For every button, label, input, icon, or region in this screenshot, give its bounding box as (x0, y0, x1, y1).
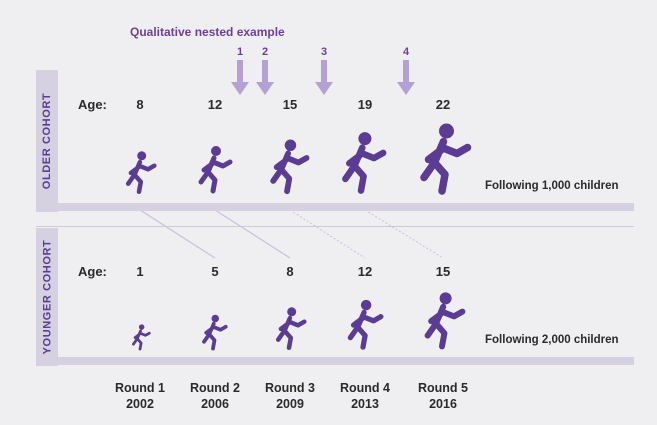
round-year: 2002 (126, 397, 154, 411)
down-arrow-icon (321, 60, 327, 82)
round-year: 2009 (276, 397, 304, 411)
running-child-icon (198, 146, 233, 194)
younger-cohort-ground (36, 357, 634, 365)
round-name: Round 1 (115, 381, 165, 395)
round-3: Round 3 2009 (250, 380, 330, 412)
younger-cohort-label: YOUNGER COHORT (41, 239, 53, 355)
older-age-round-4: 19 (357, 97, 373, 112)
cohort-divider (36, 226, 634, 227)
running-child-icon (420, 123, 472, 195)
older-age-label: Age: (78, 97, 107, 112)
arrow-number: 3 (320, 46, 328, 58)
down-arrow-icon (262, 60, 268, 82)
round-name: Round 2 (190, 381, 240, 395)
arrow-number: 4 (402, 46, 410, 58)
round-name: Round 3 (265, 381, 315, 395)
qualitative-arrow-1: 1 (231, 46, 249, 95)
connector-line (364, 209, 444, 259)
round-year: 2006 (201, 397, 229, 411)
older-age-round-2: 12 (207, 97, 223, 112)
older-cohort-label: OLDER COHORT (41, 92, 54, 190)
round-name: Round 4 (340, 381, 390, 395)
running-child-icon (347, 299, 384, 350)
round-name: Round 5 (418, 381, 468, 395)
arrow-number: 2 (261, 46, 269, 58)
down-arrow-icon (403, 60, 409, 82)
older-following-text: Following 1,000 children (485, 180, 619, 192)
arrow-number: 1 (236, 46, 244, 58)
connector-line (214, 209, 291, 259)
running-child-icon (424, 292, 466, 350)
younger-age-round-5: 15 (435, 264, 451, 279)
running-child-icon (342, 132, 387, 194)
running-child-icon (132, 324, 151, 351)
older-age-round-3: 15 (282, 97, 298, 112)
down-arrow-icon (237, 60, 243, 82)
younger-age-round-1: 1 (136, 264, 144, 279)
running-child-icon (270, 139, 310, 195)
younger-following-text: Following 2,000 children (485, 334, 619, 346)
older-age-round-1: 8 (136, 97, 144, 112)
running-child-icon (202, 314, 228, 351)
running-child-icon (125, 151, 157, 195)
connector-line (139, 209, 216, 259)
younger-age-round-4: 12 (357, 264, 373, 279)
round-2: Round 2 2006 (175, 380, 255, 412)
younger-age-label: Age: (78, 264, 107, 279)
older-cohort-band (36, 70, 58, 212)
round-year: 2016 (429, 397, 457, 411)
younger-cohort-band (36, 228, 58, 366)
qualitative-arrow-4: 4 (397, 46, 415, 95)
round-5: Round 5 2016 (403, 380, 483, 412)
older-cohort-ground (36, 203, 634, 211)
younger-age-round-3: 8 (286, 264, 294, 279)
round-1: Round 1 2002 (100, 380, 180, 412)
running-child-icon (275, 307, 307, 351)
round-year: 2013 (351, 397, 379, 411)
qualitative-title: Qualitative nested example (130, 25, 285, 39)
qualitative-arrow-3: 3 (315, 46, 333, 95)
qualitative-arrow-2: 2 (256, 46, 274, 95)
connector-line (289, 209, 366, 259)
round-4: Round 4 2013 (325, 380, 405, 412)
younger-age-round-2: 5 (211, 264, 219, 279)
older-age-round-5: 22 (435, 97, 451, 112)
